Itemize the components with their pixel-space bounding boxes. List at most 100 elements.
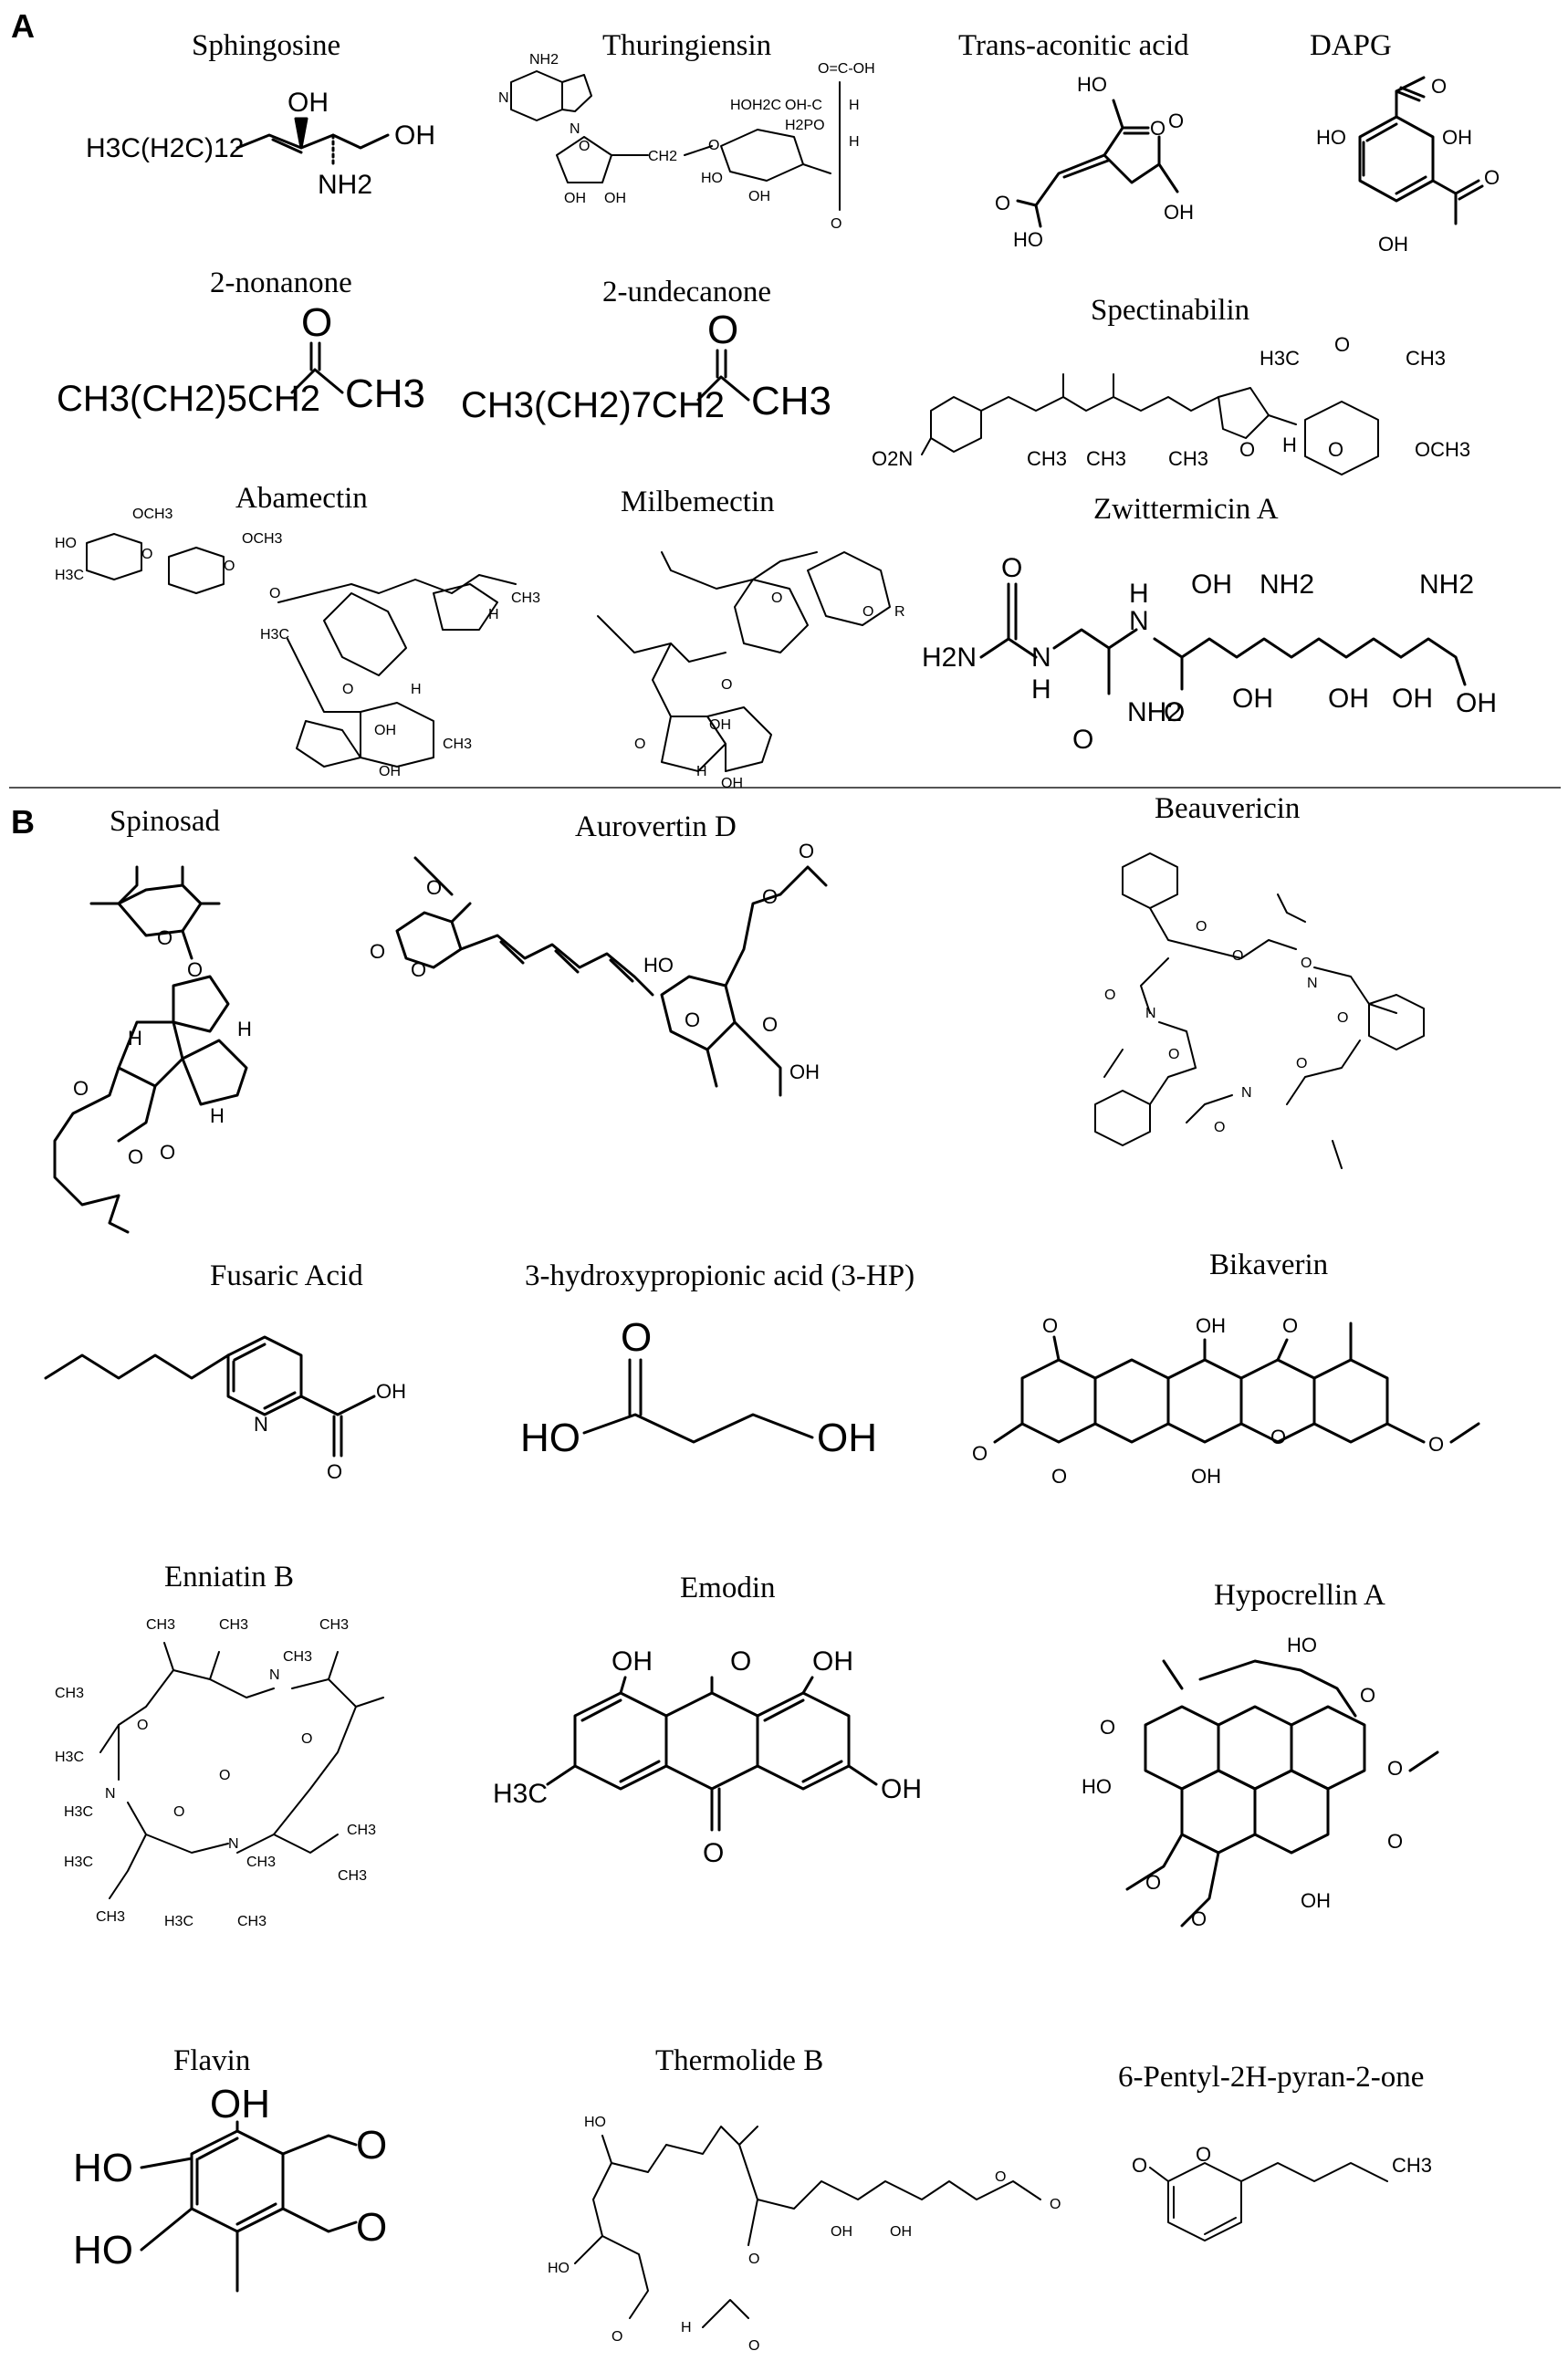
structure-milbemectin: O R O O O OH OH H (597, 551, 905, 791)
label-o: O (1072, 725, 1093, 755)
label-o: O (370, 940, 385, 963)
label-o: O (708, 138, 719, 153)
label-o: O (137, 1718, 148, 1733)
structure-6-pentyl-2h-pyran-2-one: O O CH3 (1132, 2143, 1432, 2241)
label-o: O (621, 1315, 652, 1360)
structure-beauvericin: O O O N O O N O O N O (1094, 852, 1425, 1169)
label-h: H (849, 98, 860, 113)
label-oh: OH (881, 1774, 922, 1804)
structure-3-hydroxypropionic-acid: O HO OH (520, 1315, 877, 1460)
title-thermolide-b: Thermolide B (655, 2044, 824, 2077)
panel-divider (9, 787, 1561, 789)
label-o: O (685, 1008, 700, 1031)
label-h: H (1129, 579, 1149, 609)
label-o: O (1196, 2143, 1211, 2166)
label-h2po: H2PO (785, 118, 825, 133)
label-r: R (894, 604, 905, 620)
label-n: N (1307, 976, 1318, 991)
label-n: N (269, 1667, 280, 1683)
structure-enniatin-b: CH3 CH3 CH3 N CH3 CH3 H3C O N H3C H3C N … (55, 1617, 384, 1929)
label-ch3: CH3 (146, 1617, 175, 1633)
label-o: O (707, 308, 738, 352)
title-aurovertin-d: Aurovertin D (575, 810, 737, 843)
label-n: N (1031, 643, 1051, 673)
label-h: H (128, 1027, 142, 1050)
structure-sphingosine: H3C(H2C)12 OH NH2 OH (86, 88, 435, 200)
label-o: O (1239, 438, 1255, 461)
label-o: O (426, 876, 442, 899)
label-och3: OCH3 (1415, 438, 1470, 461)
label-h3c: H3C (493, 1779, 548, 1809)
structure-trans-aconitic-acid: HO O O HO O OH (995, 73, 1194, 251)
label-o: O (1484, 166, 1500, 189)
title-emodin: Emodin (680, 1572, 776, 1604)
label-h3c: H3C (1260, 347, 1300, 370)
title-hypocrellin-a: Hypocrellin A (1214, 1579, 1385, 1612)
label-ho: HO (520, 1416, 580, 1460)
label-o: O (995, 192, 1010, 214)
label-o: O (748, 2252, 759, 2267)
panel-label-a: A (11, 7, 35, 45)
label-o: O (219, 1768, 230, 1783)
structure-spinosad: O O H H H O O O (53, 865, 252, 1234)
title-abamectin: Abamectin (235, 482, 368, 515)
label-ch3: CH3 (237, 1914, 267, 1929)
label-n: N (105, 1786, 116, 1802)
label-o: O (1042, 1314, 1058, 1337)
title-fusaric-acid: Fusaric Acid (210, 1259, 363, 1292)
label-ho: HO (548, 2261, 570, 2276)
label-ch3: CH3 (345, 371, 425, 416)
label-o: O (1360, 1684, 1375, 1707)
label-o: O (831, 216, 841, 232)
label-ch3: CH3 (1086, 447, 1126, 470)
label-o: O (703, 1838, 724, 1868)
label-ch3: CH3 (1027, 447, 1067, 470)
label-o: O (579, 139, 590, 154)
label-ch3: CH3 (338, 1868, 367, 1884)
title-thuringiensin: Thuringiensin (602, 29, 772, 62)
label-ch3: CH3 (511, 590, 540, 606)
label-ohc: OH-C (785, 98, 822, 113)
label-o: O (799, 840, 814, 862)
label-o: O (1164, 697, 1185, 727)
structure-thuringiensin: NH2 N N O CH2 OH OH O HOH2C HO OH O=C-OH… (498, 52, 875, 232)
title-spectinabilin: Spectinabilin (1091, 294, 1250, 327)
label-oh: OH (748, 189, 770, 204)
label-oh: OH (1456, 688, 1497, 718)
label-h: H (488, 607, 499, 622)
label-oh: OH (604, 191, 626, 206)
label-nh2: NH2 (529, 52, 559, 68)
label-o: O (1191, 1907, 1207, 1930)
label-o: O (157, 926, 172, 949)
label-oh: OH (812, 1646, 853, 1677)
panel-label-b: B (11, 803, 35, 841)
label-o: O (1301, 956, 1312, 971)
label-oh: OH (1196, 1314, 1226, 1337)
label-o: O (160, 1141, 175, 1164)
label-oh: OH (376, 1380, 406, 1403)
label-nh2: NH2 (1260, 569, 1314, 600)
label-o: O (1296, 1056, 1307, 1071)
label-h3c: H3C (64, 1804, 93, 1820)
label-ho: HO (73, 2228, 133, 2273)
label-n: N (1129, 606, 1149, 636)
label-ch3: CH3 (246, 1855, 276, 1870)
formula-2-undecanone: CH3(CH2)7CH2 (461, 385, 725, 425)
label-h: H (411, 682, 422, 697)
label-o: O (762, 1013, 778, 1036)
label-o: O (748, 2338, 759, 2354)
label-o: O (1337, 1010, 1348, 1026)
formula-2-nonanone: CH3(CH2)5CH2 (57, 379, 320, 419)
label-o: O (1232, 948, 1243, 964)
label-ho: HO (1316, 126, 1346, 149)
label-o: O (1150, 117, 1166, 140)
label-ch3: CH3 (1406, 347, 1446, 370)
structure-hypocrellin-a: HO O O HO O O O O OH (1082, 1634, 1439, 1930)
label-ch2: CH2 (648, 149, 677, 164)
label-oh: OH (831, 2224, 852, 2240)
label-ho: HO (1082, 1775, 1112, 1798)
label-oh: OH (564, 191, 586, 206)
title-6-pentyl-2h-pyran-2-one: 6-Pentyl-2H-pyran-2-one (1118, 2061, 1425, 2094)
label-n: N (570, 121, 580, 137)
structure-flavin: OH HO HO O O (73, 2082, 387, 2293)
